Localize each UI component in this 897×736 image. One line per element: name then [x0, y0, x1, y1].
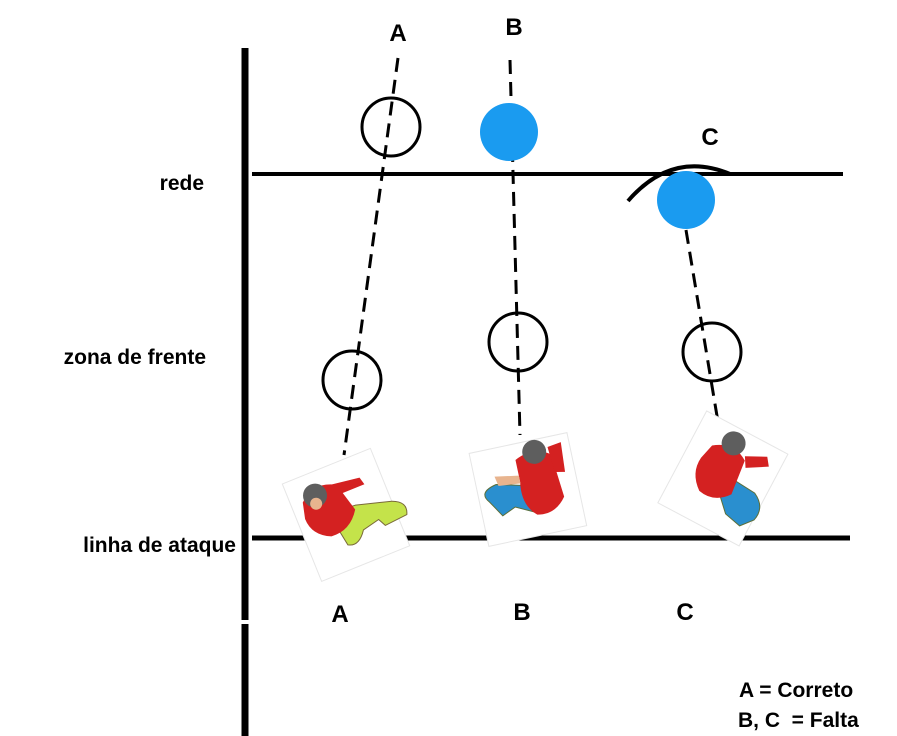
ball-b-net [480, 103, 538, 161]
trajectory-b [508, 59, 522, 436]
player-a [281, 447, 411, 582]
ball-a-net [360, 96, 422, 158]
label-c-top: C [701, 124, 718, 151]
player-c [657, 410, 789, 547]
front-zone-label: zona de frente [64, 346, 206, 369]
label-a-top: A [389, 20, 406, 47]
hand-reach-arc-c [626, 164, 731, 203]
net-label: rede [160, 172, 204, 195]
legend-fault: B, C = Falta [738, 709, 859, 732]
player-b [468, 432, 588, 547]
legend-correct: A = Correto [739, 679, 853, 702]
label-b-bottom: B [513, 599, 530, 626]
label-c-bottom: C [676, 599, 693, 626]
ball-b-front [487, 311, 549, 373]
ball-c-front [681, 321, 743, 383]
attack-line-label: linha de ataque [83, 534, 236, 557]
ball-a-front [321, 349, 383, 411]
trajectory-a [342, 57, 400, 456]
label-b-top: B [505, 14, 522, 41]
label-a-bottom: A [331, 601, 348, 628]
ball-c-net [657, 171, 715, 229]
